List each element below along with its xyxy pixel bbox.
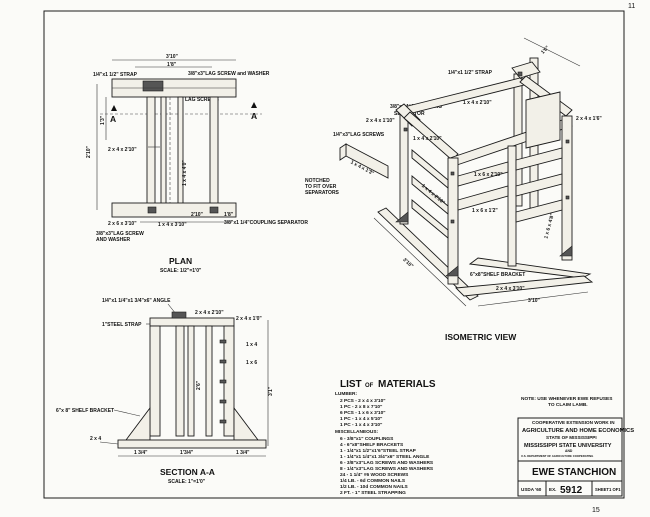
misc-item-7: 24 - 1 1/4" #6 WOOD SCREWS bbox=[340, 472, 409, 478]
plan-bottom-rail: 1 x 4 x 3'10" bbox=[158, 222, 187, 228]
title-block-line-2: AGRICULTURE AND HOME ECONOMICS bbox=[522, 428, 634, 434]
title-block-line-1: COOPERATIVE EXTENSION WORK IN bbox=[532, 420, 615, 425]
section-top-2x4: 2 x 4 x 2'10" bbox=[195, 310, 224, 316]
misc-item-9: 1/2 LB. - 10d COMMON NAILS bbox=[340, 484, 408, 490]
section-marker-left: A bbox=[110, 114, 116, 124]
iso-board-2: 1 x 6 x 2'10" bbox=[474, 172, 503, 178]
iso-top-dim: 1'6" bbox=[540, 44, 551, 55]
lumber-item-3: 6 PCS - 1 x 6 x 3'10" bbox=[340, 410, 386, 416]
materials-title-of: OF bbox=[365, 383, 374, 389]
isometric-view: 1'6" 1/4"x1 1/2" STRAP 3/8"x1 1/4"COUPLI… bbox=[305, 37, 602, 342]
misc-item-10: 2 FT. - 1" STEEL STRAPPING bbox=[340, 490, 406, 496]
title-block-line-4: MISSISSIPPI STATE UNIVERSITY bbox=[524, 443, 612, 449]
plan-lag-screw-bottom: 3/8"x3"LAG SCREW bbox=[96, 231, 144, 237]
section-inner-dim: 2'6" bbox=[196, 380, 202, 390]
plan-dim-b: 1'8" bbox=[224, 212, 234, 218]
iso-base-dim-left: 3'10" bbox=[401, 257, 414, 270]
sheet-border bbox=[43, 10, 625, 499]
materials-lumber-heading: LUMBER: bbox=[335, 391, 358, 397]
misc-item-1: 6 - 3/8"x1" COUPLINGS bbox=[340, 436, 394, 442]
section-angle-label: 1/4"x1 1/4"x1 3/4"x6" ANGLE bbox=[102, 298, 171, 304]
lumber-item-4: 1 PC - 1 x 4 x 5'10" bbox=[340, 416, 382, 422]
misc-item-8: 1/4 LB. - 6d COMMON NAILS bbox=[340, 478, 406, 484]
iso-board-4: 1 x 4 x 2'10" bbox=[420, 183, 446, 206]
section-height: 3'1" bbox=[268, 386, 274, 396]
iso-post: 1 x 6 x 4'8" bbox=[543, 212, 556, 239]
plan-depth-left: 2'10" bbox=[86, 145, 92, 158]
drawing-title: EWE STANCHION bbox=[532, 467, 616, 478]
note-line-1: NOTE: USE WHENEVER EWE REFUSES bbox=[521, 396, 613, 402]
lumber-item-5: 1 PC - 1 x 4 x 3'10" bbox=[340, 422, 382, 428]
iso-base-dim-right: 3'10" bbox=[528, 298, 541, 304]
section-scale: SCALE: 1"=1'0" bbox=[168, 479, 206, 485]
plan-scale: SCALE: 1/2"=1'0" bbox=[160, 268, 202, 274]
plan-lag-screws-label: LAG SCREWS bbox=[185, 97, 220, 103]
section-top-rail: 2 x 4 x 1'0" bbox=[236, 316, 262, 322]
section-marker-right-arrow bbox=[251, 102, 257, 108]
title-block: COOPERATIVE EXTENSION WORK IN AGRICULTUR… bbox=[517, 417, 634, 497]
iso-notched-1: NOTCHED bbox=[305, 178, 330, 184]
materials-list: LIST OF MATERIALS LUMBER: 2 PCS - 2 x 4 … bbox=[335, 379, 436, 496]
iso-notched-2: TO FIT OVER bbox=[305, 184, 337, 190]
title-block-line-3: STATE OF MISSISSIPPI bbox=[546, 435, 597, 440]
section-marker-left-arrow bbox=[111, 105, 117, 111]
materials-title-rest: MATERIALS bbox=[378, 379, 436, 390]
note-line-2: TO CLAIM LAMB. bbox=[548, 402, 588, 408]
title-block-date: USDA '60 bbox=[521, 487, 542, 492]
iso-title: ISOMETRIC VIEW bbox=[445, 332, 517, 342]
iso-rail-top: 1 x 4 x 2'10" bbox=[463, 100, 492, 106]
title-block-line-6: U.S. DEPARTMENT OF AGRICULTURE COOPERATI… bbox=[521, 454, 593, 458]
plan-lag-screw-washer-label: 3/8"x3"LAG SCREW and WASHER bbox=[188, 71, 270, 77]
section-side-1x6: 1 x 6 bbox=[246, 360, 257, 366]
plan-and-washer: AND WASHER bbox=[96, 237, 131, 243]
plan-coupling-separator: 3/8"x1 1/4"COUPLING SEPARATOR bbox=[224, 220, 308, 226]
misc-item-5: 6 - 3/8"x3"LAG SCREWS AND WASHERS bbox=[340, 460, 434, 466]
title-block-line-5: AND bbox=[565, 449, 573, 453]
iso-rail-right: 2 x 4 x 1'6" bbox=[576, 116, 602, 122]
iso-board-3: 1 x 6 x 1'2" bbox=[472, 208, 498, 214]
title-block-ex-label: EX. bbox=[549, 487, 556, 492]
lumber-item-1: 2 PCS - 2 x 4 x 3'10" bbox=[340, 398, 386, 404]
section-title: SECTION A-A bbox=[160, 467, 215, 477]
plan-view: 3'10" 1'8" 1/4"x1 1/2" STRAP 3/8"x3"LAG … bbox=[86, 54, 308, 274]
misc-item-4: 1 - 1/4"x1 1/4"x1 3/4"x6" STEEL ANGLE bbox=[340, 454, 430, 460]
lumber-item-2: 1 PC - 2 x 8 x 7'10" bbox=[340, 404, 382, 410]
iso-base-2x4: 2 x 4 x 3'10" bbox=[496, 286, 525, 292]
plan-dim-a: 2'10" bbox=[191, 212, 204, 218]
iso-strap-label: 1/4"x1 1/2" STRAP bbox=[448, 70, 493, 76]
misc-item-2: 4 - 6"x8"SHELF BRACKETS bbox=[340, 442, 404, 448]
iso-board-1: 1 x 4 x 2'10" bbox=[413, 136, 442, 142]
corner-mark-bottom: 15 bbox=[592, 507, 600, 514]
iso-notched-3: SEPARATORS bbox=[305, 190, 340, 196]
section-steel-strap: 1"STEEL STRAP bbox=[102, 322, 142, 328]
title-block-sheet: SHEET1 OF1 bbox=[595, 487, 621, 492]
iso-shelf-bracket: 6"x8"SHELF BRACKET bbox=[470, 272, 525, 278]
plan-rail-2x4: 2 x 4 x 2'10" bbox=[108, 147, 137, 153]
plan-overall-width: 3'10" bbox=[166, 54, 179, 60]
section-base-2x4: 2 x 4 bbox=[90, 436, 101, 442]
plan-strap-label: 1/4"x1 1/2" STRAP bbox=[93, 72, 138, 78]
iso-lag-screws: 1/4"x3"LAG SCREWS bbox=[333, 132, 385, 138]
materials-title: LIST bbox=[340, 379, 362, 390]
plan-depth-top: 1'3" bbox=[100, 115, 106, 125]
section-bottom-right: 1 3/4" bbox=[236, 450, 250, 456]
materials-misc-heading: MISCELLANEOUS: bbox=[335, 429, 379, 435]
plan-inner-width: 1'8" bbox=[167, 62, 177, 68]
iso-rail-2x4-left: 2 x 4 x 1'10" bbox=[366, 118, 395, 124]
plan-number: 5912 bbox=[560, 485, 583, 496]
plan-title: PLAN bbox=[169, 256, 192, 266]
section-bottom-left: 1 3/4" bbox=[134, 450, 148, 456]
misc-item-3: 1 - 1/4"x1 1/2"x1'6"STEEL STRAP bbox=[340, 448, 417, 454]
plan-bottom-2x6: 2 x 6 x 3'10" bbox=[108, 221, 137, 227]
section-bottom-mid: 1'3/4" bbox=[180, 450, 194, 456]
plan-rail-long: 1 x 4 x 4'0" bbox=[182, 160, 188, 186]
section-marker-right: A bbox=[251, 111, 257, 121]
section-shelf-bracket: 6"x 8" SHELF BRACKET bbox=[56, 408, 114, 414]
section-view: 1/4"x1 1/4"x1 3/4"x6" ANGLE 2 x 4 x 2'10… bbox=[56, 298, 274, 485]
misc-item-6: 8 - 1/4"x3"LAG SCREWS AND WASHERS bbox=[340, 466, 434, 472]
section-side-1x4: 1 x 4 bbox=[246, 342, 257, 348]
corner-mark-top: 11 bbox=[628, 3, 635, 10]
